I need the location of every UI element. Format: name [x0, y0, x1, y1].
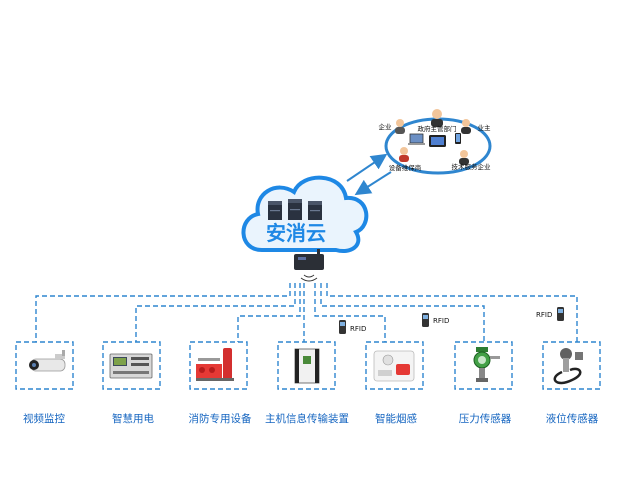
- device-box: [542, 341, 601, 390]
- stakeholder-label-government: 政府主管部门: [418, 124, 457, 133]
- cloud: 安消云: [241, 175, 369, 253]
- level-sensor-icon: [553, 348, 583, 385]
- power-meter-icon: [109, 353, 153, 379]
- device-power: 智慧用电: [102, 341, 161, 425]
- device-label: 液位传感器: [546, 412, 599, 425]
- server-icon: [288, 199, 302, 220]
- rfid-label: RFID: [433, 317, 449, 325]
- stakeholder-label-tech-service: 技术服务企业: [452, 162, 492, 171]
- camera-icon: [29, 350, 66, 372]
- device-fire: 消防专用设备: [189, 341, 252, 425]
- device-level: 液位传感器: [542, 341, 601, 425]
- rfid-reader-3: RFID: [536, 307, 564, 321]
- device-label: 主机信息传输装置: [265, 412, 349, 425]
- server-icon: [308, 201, 322, 220]
- laptop-icon: [408, 133, 425, 145]
- antenna-icon: [317, 249, 320, 255]
- stakeholder-label-maintenance: 设备维保商: [389, 163, 422, 172]
- stakeholder-label-owner: 业主: [478, 123, 492, 132]
- rfid-label: RFID: [536, 311, 552, 319]
- person-icon: [459, 150, 469, 165]
- link-power: [135, 283, 296, 342]
- rfid-reader-1: RFID: [339, 320, 366, 334]
- person-icon: [399, 147, 409, 162]
- phone-icon: [455, 133, 461, 144]
- network-lines: [35, 283, 578, 342]
- link-video: [35, 283, 291, 342]
- person-icon: [461, 119, 471, 134]
- link-pressure: [320, 283, 485, 342]
- gateway-body: [294, 254, 324, 270]
- link-fire: [237, 283, 301, 342]
- wireless-signal-icon: [300, 274, 318, 282]
- person-icon: [395, 119, 405, 134]
- upload-arrow: [346, 153, 388, 182]
- stakeholder-label-enterprise: 企业: [379, 122, 393, 131]
- smoke-detector-icon: [373, 350, 415, 382]
- device-label: 智慧用电: [112, 412, 154, 425]
- device-label: 压力传感器: [459, 412, 512, 425]
- pressure-sensor-icon: [473, 347, 500, 382]
- gateway-device: [294, 249, 324, 282]
- server-icon: [268, 201, 282, 220]
- device-label: 智能烟感: [375, 412, 417, 425]
- device-label: 消防专用设备: [189, 412, 252, 425]
- person-icon: [431, 109, 443, 127]
- device-pressure: 压力传感器: [454, 341, 513, 425]
- tablet-icon: [429, 135, 446, 147]
- link-smoke: [314, 283, 386, 342]
- rfid-label: RFID: [350, 325, 366, 333]
- download-arrow: [354, 171, 392, 196]
- link-level: [326, 283, 578, 342]
- cloud-outline: [241, 175, 369, 253]
- rfid-reader-2: RFID: [422, 313, 449, 327]
- device-label: 视频监控: [23, 412, 65, 425]
- device-host: 主机信息传输装置: [265, 341, 349, 425]
- device-smoke: 智能烟感: [365, 341, 424, 425]
- stakeholder-ring: 企业 政府主管部门 业主 设备维保商 技术服务企业: [379, 109, 492, 175]
- device-video: 视频监控: [15, 341, 74, 425]
- fire-pump-icon: [196, 348, 234, 381]
- transmission-device-icon: [294, 348, 320, 384]
- cloud-label: 安消云: [266, 221, 326, 245]
